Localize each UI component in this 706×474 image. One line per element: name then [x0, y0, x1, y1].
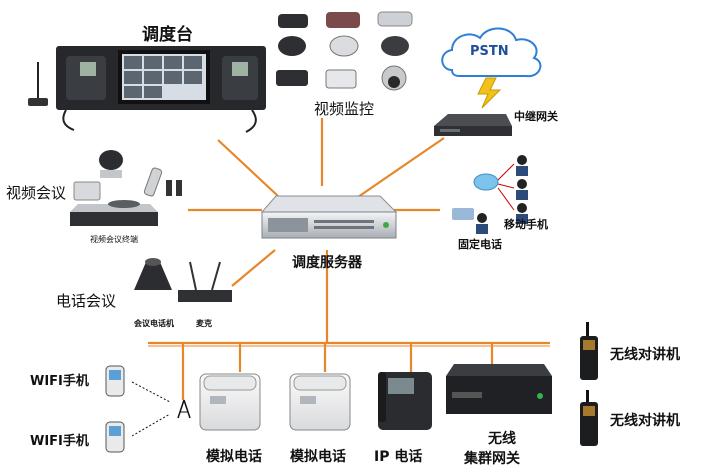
analog-phone-label-1: 模拟电话	[206, 449, 262, 465]
microphone-label: 麦克	[196, 319, 212, 328]
walkie-talkie-label-1: 无线对讲机	[610, 347, 680, 363]
wifi-phone-icon	[105, 365, 191, 453]
conference-phone-icon	[134, 258, 232, 302]
mobile-users-icon	[452, 155, 528, 234]
mobile-phone-label: 移动手机	[504, 218, 548, 231]
analog-phone-label-2: 模拟电话	[290, 449, 346, 465]
ip-phone-icon	[378, 372, 432, 430]
video-conference-label: 视频会议	[6, 184, 67, 202]
trunk-gateway-label-line1: 无线	[488, 431, 516, 447]
video-conference-icon	[70, 150, 182, 226]
relay-gateway-icon	[434, 114, 512, 136]
trunk-gateway-label-line2: 集群网关	[464, 451, 520, 467]
video-surveillance-label: 视频监控	[314, 100, 375, 118]
relay-gateway-label: 中继网关	[514, 110, 558, 123]
analog-phone-icon	[199, 373, 351, 431]
pstn-cloud-icon	[441, 27, 542, 78]
ip-phone-label: IP 电话	[374, 449, 423, 465]
dispatch-console-label: 调度台	[142, 25, 193, 45]
walkie-talkie-icon	[580, 322, 598, 446]
pstn-label: PSTN	[470, 44, 509, 59]
phone-conference-label: 电话会议	[56, 292, 117, 310]
link-console-server	[217, 139, 279, 197]
dispatch-server-label: 调度服务器	[292, 255, 362, 271]
walkie-talkie-label-2: 无线对讲机	[610, 413, 680, 429]
dispatch-server-icon	[260, 195, 398, 239]
link-gateway-server	[357, 137, 445, 198]
wifi-phone-label-1: WIFI手机	[30, 374, 89, 389]
wifi-phone-label-2: WIFI手机	[30, 434, 89, 449]
conference-phone-label: 会议电话机	[134, 319, 174, 328]
video-conference-terminal-label: 视频会议终端	[90, 235, 138, 244]
trunk-gateway-icon	[446, 364, 552, 414]
camera-group-icon	[276, 11, 413, 91]
lightning-icon	[477, 77, 502, 109]
fixed-phone-label: 固定电话	[458, 238, 502, 251]
link-phoneconf-server	[231, 249, 276, 287]
dispatch-console-icon	[28, 46, 266, 133]
